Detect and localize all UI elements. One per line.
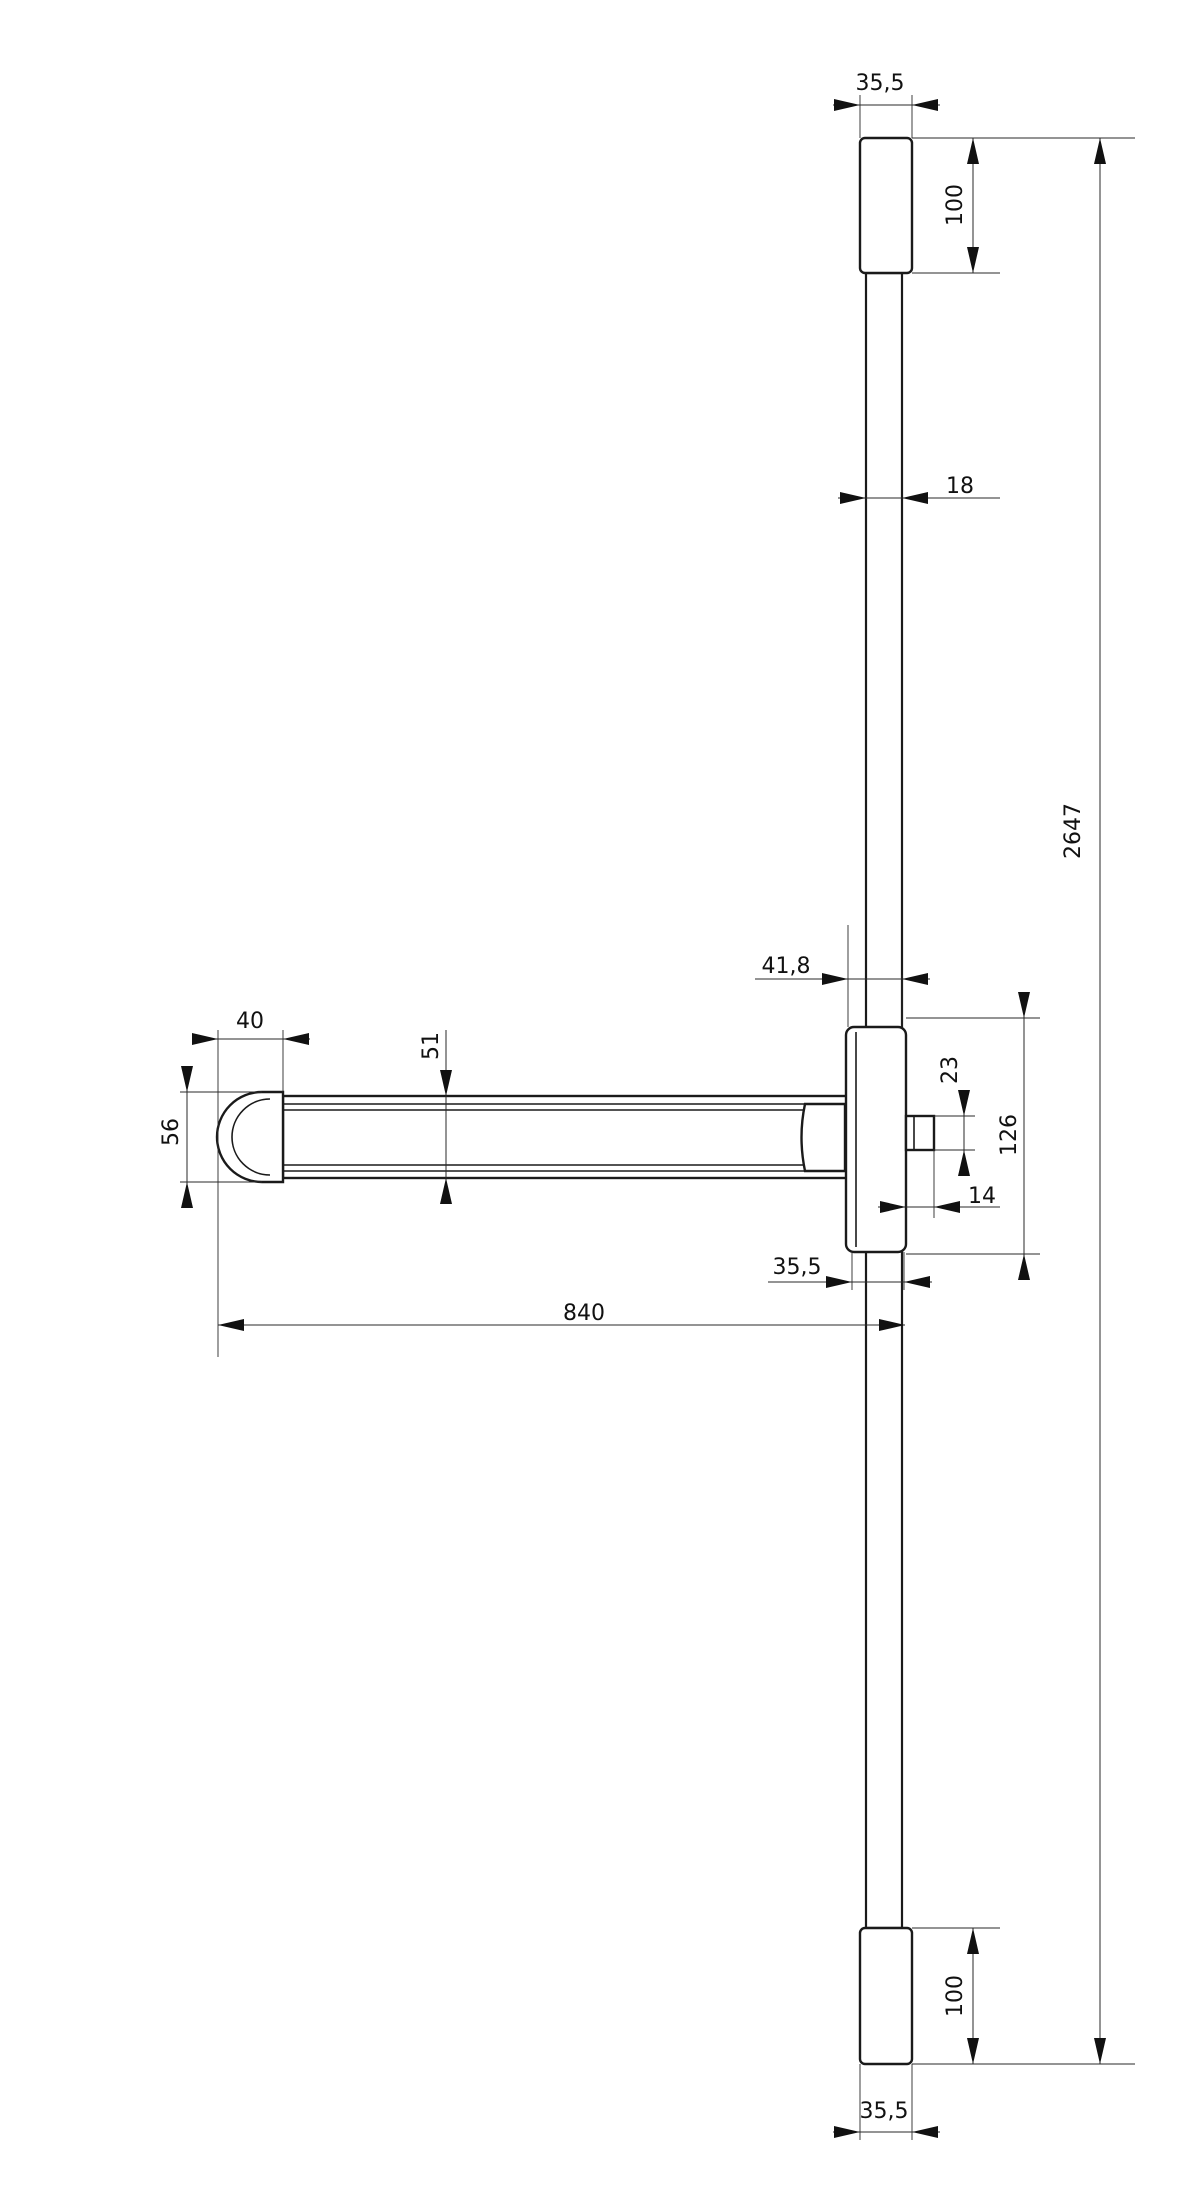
- label-lock-case-depth: 35,5: [773, 1255, 822, 1280]
- dim-handle-length: 840: [217, 1135, 905, 1357]
- dim-rod-diameter: 18: [838, 474, 1000, 504]
- handle-end-cap-inner: [231, 1098, 271, 1176]
- lock-case-body: [844, 1025, 908, 1254]
- handle-grip: [800, 1102, 847, 1173]
- latch-bolt: [904, 1114, 936, 1152]
- dim-latch-depth: 14: [878, 1150, 1000, 1218]
- label-handle-bar-height: 51: [419, 1032, 444, 1060]
- dim-handle-end-width: 40: [192, 1009, 310, 1135]
- handle-bar: [215, 1090, 850, 1184]
- label-top-cap-width: 35,5: [856, 71, 905, 96]
- label-lock-case-width: 41,8: [762, 954, 811, 979]
- label-overall-height: 2647: [1061, 803, 1086, 859]
- dim-bottom-cap-height: 100: [912, 1927, 1000, 2065]
- dim-lock-case-height: 126: [906, 992, 1040, 1280]
- dim-handle-end-height: 56: [159, 1066, 262, 1208]
- handle-end-cap: [215, 1090, 285, 1184]
- label-lock-case-height: 126: [997, 1114, 1022, 1156]
- dim-lock-case-depth: 35,5: [768, 1252, 932, 1290]
- label-top-cap-height: 100: [943, 184, 968, 226]
- label-rod-diameter: 18: [946, 474, 974, 499]
- label-latch-height: 23: [938, 1056, 963, 1084]
- label-handle-length: 840: [563, 1301, 605, 1326]
- lock-case: [844, 1025, 936, 1254]
- dim-top-cap-height: 100: [912, 137, 1000, 274]
- label-handle-end-width: 40: [236, 1009, 264, 1034]
- label-handle-end-height: 56: [159, 1118, 184, 1146]
- dim-top-cap-width: 35,5: [833, 71, 940, 138]
- panic-bar-assembly: [215, 136, 936, 2066]
- top-end-cap: [858, 136, 914, 275]
- dim-handle-bar-height: 51: [419, 1030, 452, 1204]
- bottom-end-cap: [858, 1926, 914, 2066]
- dim-lock-case-width: 41,8: [755, 925, 930, 1027]
- label-latch-depth: 14: [968, 1184, 996, 1209]
- label-bottom-cap-height: 100: [943, 1975, 968, 2017]
- label-bottom-cap-width: 35,5: [860, 2099, 909, 2124]
- dim-bottom-cap-width: 35,5: [833, 2064, 940, 2140]
- dim-latch-height: 23: [934, 1056, 975, 1176]
- dim-overall-height: 2647: [912, 137, 1135, 2065]
